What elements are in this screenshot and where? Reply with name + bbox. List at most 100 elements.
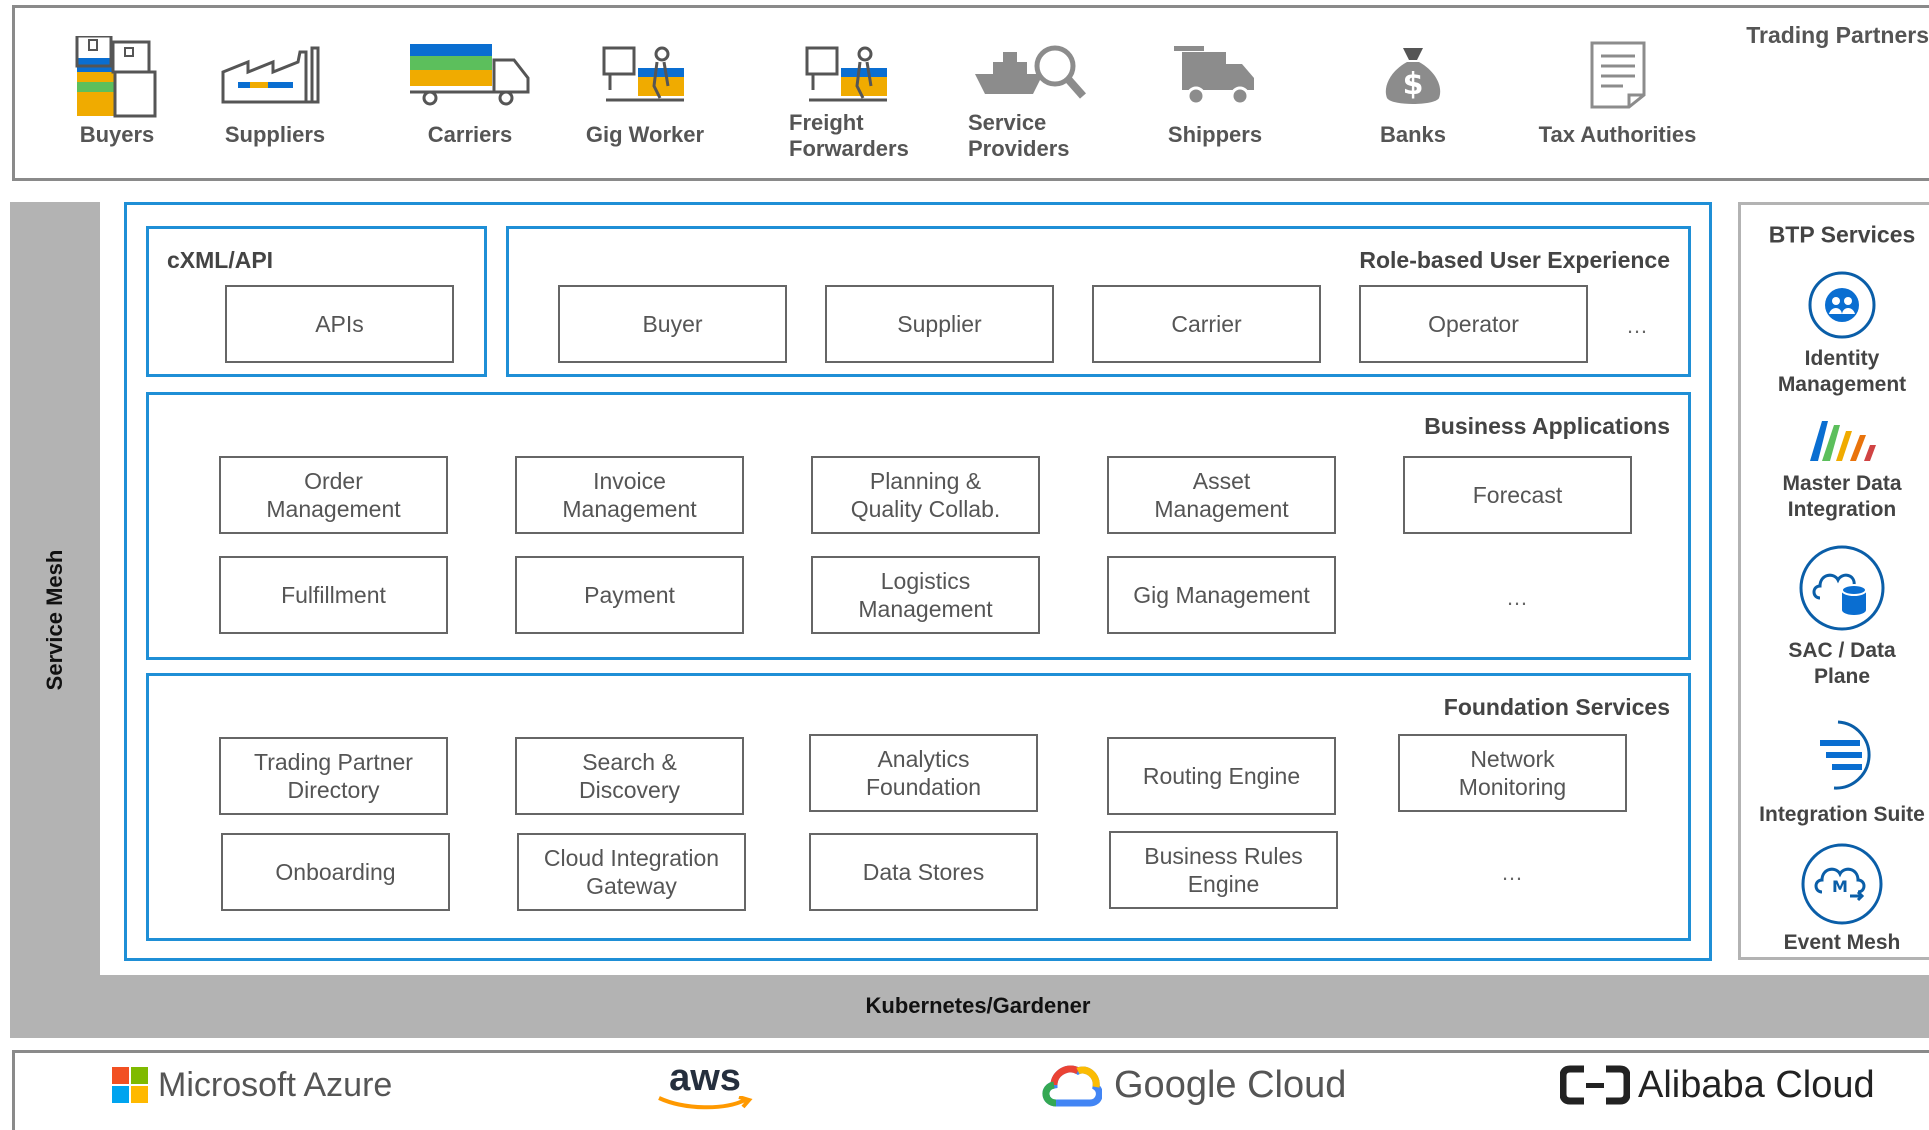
gig-worker-icon <box>602 46 684 102</box>
cloud-aws: aws <box>655 1059 755 1110</box>
partner-shippers: Shippers <box>1150 0 1280 170</box>
cloud-microsoft-azure: Microsoft Azure <box>112 1060 392 1110</box>
partner-label-line: Providers <box>968 136 1070 161</box>
partner-label: Banks <box>1379 122 1447 147</box>
factory-icon <box>221 46 320 104</box>
analytics-foundation-box: Analytics Foundation <box>809 734 1038 812</box>
onboarding-box: Onboarding <box>221 833 450 911</box>
svg-text:M: M <box>1832 877 1848 896</box>
fulfillment-box: Fulfillment <box>219 556 448 634</box>
btp-label-line: SAC / Data <box>1788 639 1896 662</box>
partner-label-line: Freight <box>789 110 864 135</box>
cloud-name: Alibaba Cloud <box>1638 1063 1875 1106</box>
operator-role-box: Operator <box>1359 285 1588 363</box>
partner-label-line: Service <box>968 110 1047 135</box>
btp-label-line: Identity <box>1804 347 1880 370</box>
section-title: Role-based User Experience <box>1359 247 1670 273</box>
service-mesh-label: Service Mesh <box>42 549 67 691</box>
trading-partners-title: Trading Partners <box>1746 22 1929 48</box>
partner-gig-worker: Gig Worker <box>575 0 715 170</box>
btp-label-line: Master Data <box>1782 472 1902 495</box>
role-based-ux-section: Role-based User Experience Buyer Supplie… <box>506 226 1691 377</box>
kubernetes-band <box>10 975 1929 1038</box>
apis-box: APIs <box>225 285 454 363</box>
kubernetes-label: Kubernetes/Gardener <box>865 993 1091 1018</box>
partner-suppliers: Suppliers <box>210 0 340 170</box>
btp-event-mesh: M Event Mesh <box>1742 842 1929 956</box>
cloud-database-icon <box>1799 545 1885 631</box>
cloud-alibaba: Alibaba Cloud <box>1560 1060 1875 1110</box>
partner-label: Gig Worker <box>585 122 705 147</box>
order-management-box: Order Management <box>219 456 448 534</box>
document-icon <box>1590 41 1645 109</box>
more-ellipsis: … <box>1626 313 1648 338</box>
money-bag-icon: $ <box>1385 48 1441 104</box>
btp-label-line: Management <box>1777 373 1907 396</box>
aws-smile-icon <box>658 1096 753 1110</box>
carrier-role-box: Carrier <box>1092 285 1321 363</box>
business-applications-section: Business Applications Order Management I… <box>146 392 1691 660</box>
alibaba-cloud-icon <box>1560 1065 1630 1105</box>
logistics-management-box: Logistics Management <box>811 556 1040 634</box>
btp-integration-suite: Integration Suite <box>1742 718 1929 828</box>
btp-label-line: Integration <box>1787 498 1897 521</box>
truck-icon <box>410 44 530 106</box>
buyers-icon <box>75 36 157 118</box>
btp-label: Master Data Integration <box>1742 471 1929 523</box>
network-monitoring-box: Network Monitoring <box>1398 734 1627 812</box>
cloud-integration-gateway-box: Cloud Integration Gateway <box>517 833 746 911</box>
data-stores-box: Data Stores <box>809 833 1038 911</box>
section-title: cXML/API <box>167 247 274 273</box>
partner-buyers: Buyers <box>52 0 182 170</box>
delivery-truck-icon <box>1174 46 1254 106</box>
event-mesh-icon: M <box>1801 843 1883 925</box>
more-ellipsis: … <box>1506 585 1528 610</box>
forecast-box: Forecast <box>1403 456 1632 534</box>
service-mesh-band <box>10 202 100 1038</box>
partner-banks: $ Banks <box>1348 0 1478 170</box>
partner-carriers: Carriers <box>405 0 535 170</box>
trading-partners-panel <box>12 5 1929 181</box>
microsoft-logo-icon <box>112 1067 148 1103</box>
btp-label-line: Plane <box>1813 665 1871 688</box>
gig-management-box: Gig Management <box>1107 556 1336 634</box>
search-discovery-box: Search & Discovery <box>515 737 744 815</box>
partner-label: Service Providers <box>968 110 1108 162</box>
btp-label: SAC / Data Plane <box>1742 638 1929 690</box>
buyer-role-box: Buyer <box>558 285 787 363</box>
cxml-api-section: cXML/API APIs <box>146 226 487 377</box>
routing-engine-box: Routing Engine <box>1107 737 1336 815</box>
cloud-name: Google Cloud <box>1114 1063 1347 1106</box>
supplier-role-box: Supplier <box>825 285 1054 363</box>
section-title: Business Applications <box>1424 413 1670 439</box>
partner-service-providers: Service Providers <box>968 0 1108 170</box>
master-data-icon <box>1810 421 1876 461</box>
payment-box: Payment <box>515 556 744 634</box>
partner-tax-authorities: Tax Authorities <box>1530 0 1705 170</box>
identity-icon <box>1808 271 1876 339</box>
cloud-providers-panel <box>12 1050 1929 1130</box>
foundation-services-section: Foundation Services Trading Partner Dire… <box>146 673 1691 941</box>
partner-label: Freight Forwarders <box>775 110 920 162</box>
integration-suite-icon <box>1820 720 1871 790</box>
cloud-google: Google Cloud <box>1040 1060 1346 1110</box>
btp-identity-management: Identity Management <box>1742 270 1929 398</box>
btp-label: Integration Suite <box>1759 803 1925 826</box>
partner-label: Tax Authorities <box>1538 122 1697 147</box>
btp-label: Event Mesh <box>1783 931 1901 954</box>
cloud-name: Microsoft Azure <box>158 1065 393 1104</box>
partner-label: Carriers <box>427 122 513 147</box>
section-title: Foundation Services <box>1443 694 1670 720</box>
btp-master-data-integration: Master Data Integration <box>1742 415 1929 523</box>
more-ellipsis: … <box>1501 860 1523 885</box>
svg-text:$: $ <box>1403 67 1424 102</box>
partner-label-line: Forwarders <box>789 136 909 161</box>
btp-services-title: BTP Services <box>1768 221 1916 248</box>
invoice-management-box: Invoice Management <box>515 456 744 534</box>
partner-freight-forwarders: Freight Forwarders <box>775 0 920 170</box>
freight-forwarder-icon <box>805 46 887 102</box>
planning-quality-box: Planning & Quality Collab. <box>811 456 1040 534</box>
asset-management-box: Asset Management <box>1107 456 1336 534</box>
btp-sac-data-plane: SAC / Data Plane <box>1742 544 1929 690</box>
partner-label: Shippers <box>1167 122 1263 147</box>
